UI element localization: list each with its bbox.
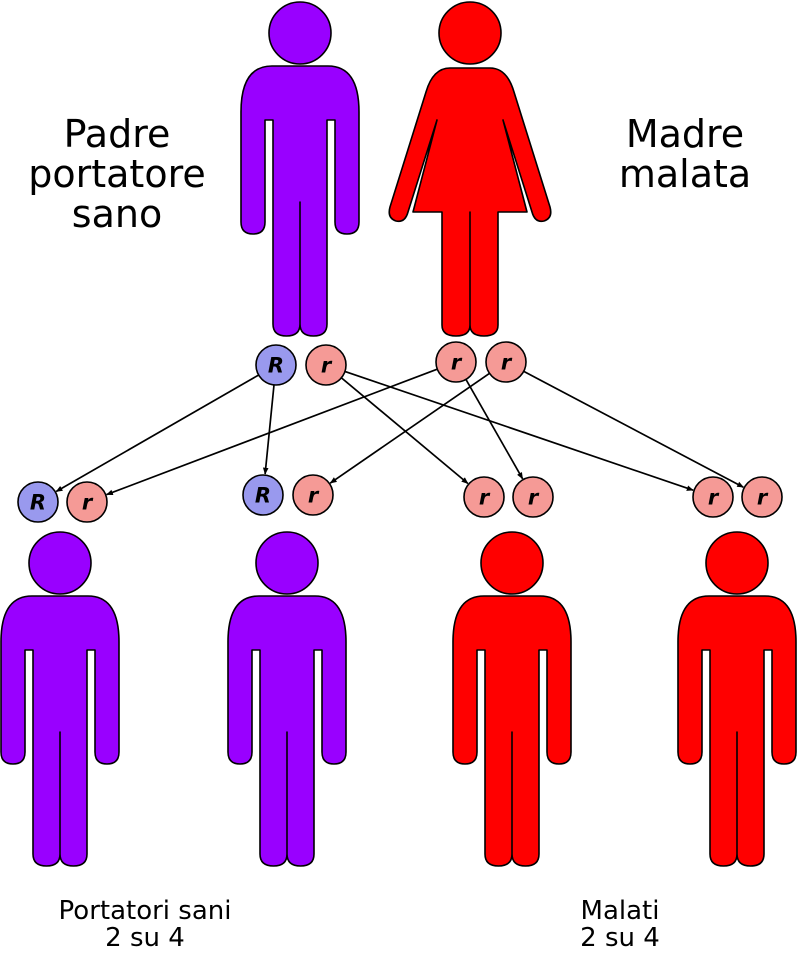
- child-figure-4: [677, 531, 797, 867]
- child-4-allele-2: r: [741, 476, 783, 518]
- child-figure-2: [227, 531, 347, 867]
- child-1-allele-2-circle: [66, 481, 108, 523]
- father-allele-2: r: [305, 344, 347, 386]
- mother-label-line-2: malata: [618, 152, 752, 196]
- affected-label-line-2: 2 su 4: [580, 923, 660, 953]
- child-1-allele-1: R: [17, 481, 59, 523]
- father-figure-head: [268, 1, 332, 65]
- father-label-line-2: portatore: [28, 152, 206, 196]
- child-figure-3-head: [480, 531, 544, 595]
- carriers-label-line-1: Portatori sani: [58, 896, 232, 926]
- child-4-allele-2-letter: r: [757, 486, 769, 510]
- child-figure-3: [452, 531, 572, 867]
- father-allele-1-letter: R: [268, 354, 284, 378]
- child-figure-4-head: [705, 531, 769, 595]
- father-allele-1-circle: [255, 344, 297, 386]
- inheritance-arrow-3: [339, 375, 469, 485]
- affected-group-label: Malati 2 su 4: [540, 898, 700, 952]
- child-4-allele-1-letter: r: [708, 486, 720, 510]
- mother-allele-2-circle: [485, 341, 527, 383]
- inheritance-arrow-5: [105, 367, 440, 496]
- child-2-allele-2: r: [292, 474, 334, 516]
- child-1-allele-2: r: [66, 481, 108, 523]
- child-figure-1-head: [28, 531, 92, 595]
- father-allele-1: R: [255, 344, 297, 386]
- father-allele-2-letter: r: [321, 354, 333, 378]
- father-allele-2-circle: [305, 344, 347, 386]
- child-figure-2-body: [227, 595, 347, 867]
- child-figure-1-body: [0, 595, 120, 867]
- child-4-allele-2-circle: [741, 476, 783, 518]
- child-2-allele-1-letter: R: [255, 484, 271, 508]
- mother-allele-1-letter: r: [451, 351, 463, 375]
- child-4-allele-1: r: [692, 476, 734, 518]
- child-3-allele-2: r: [512, 476, 554, 518]
- child-2-allele-1-circle: [242, 474, 284, 516]
- inheritance-arrow-2: [262, 382, 276, 475]
- child-3-allele-1-circle: [463, 476, 505, 518]
- child-3-allele-1-letter: r: [479, 486, 491, 510]
- child-1-allele-1-letter: R: [30, 491, 46, 515]
- inheritance-arrow-4: [342, 369, 694, 492]
- inheritance-arrow-8: [521, 369, 745, 488]
- child-2-allele-2-letter: r: [308, 484, 320, 508]
- child-4-allele-1-circle: [692, 476, 734, 518]
- mother-label: Madre malata: [600, 114, 770, 194]
- child-figure-4-body: [677, 595, 797, 867]
- child-1-allele-2-letter: r: [82, 491, 94, 515]
- child-figure-3-body: [452, 595, 572, 867]
- child-figure-1: [0, 531, 120, 867]
- father-figure: [240, 1, 360, 337]
- child-3-allele-2-letter: r: [528, 486, 540, 510]
- child-3-allele-2-circle: [512, 476, 554, 518]
- father-label: Padre portatore sano: [22, 114, 212, 234]
- mother-allele-2: r: [485, 341, 527, 383]
- inheritance-arrow-7: [329, 371, 492, 484]
- carriers-group-label: Portatori sani 2 su 4: [20, 898, 270, 952]
- father-label-line-3: sano: [71, 192, 163, 236]
- mother-figure: [388, 1, 552, 337]
- child-3-allele-1: r: [463, 476, 505, 518]
- mother-allele-1: r: [435, 341, 477, 383]
- child-2-allele-1: R: [242, 474, 284, 516]
- mother-figure-head: [438, 1, 502, 65]
- inheritance-arrow-1: [55, 373, 261, 493]
- mother-figure-body: [388, 67, 552, 337]
- inheritance-arrow-6: [464, 377, 524, 480]
- father-figure-body: [240, 65, 360, 337]
- carriers-label-line-2: 2 su 4: [105, 923, 185, 953]
- mother-allele-1-circle: [435, 341, 477, 383]
- affected-label-line-1: Malati: [580, 896, 660, 926]
- child-2-allele-2-circle: [292, 474, 334, 516]
- child-figure-2-head: [255, 531, 319, 595]
- mother-allele-2-letter: r: [501, 351, 513, 375]
- mother-label-line-1: Madre: [625, 112, 745, 156]
- child-1-allele-1-circle: [17, 481, 59, 523]
- father-label-line-1: Padre: [63, 112, 171, 156]
